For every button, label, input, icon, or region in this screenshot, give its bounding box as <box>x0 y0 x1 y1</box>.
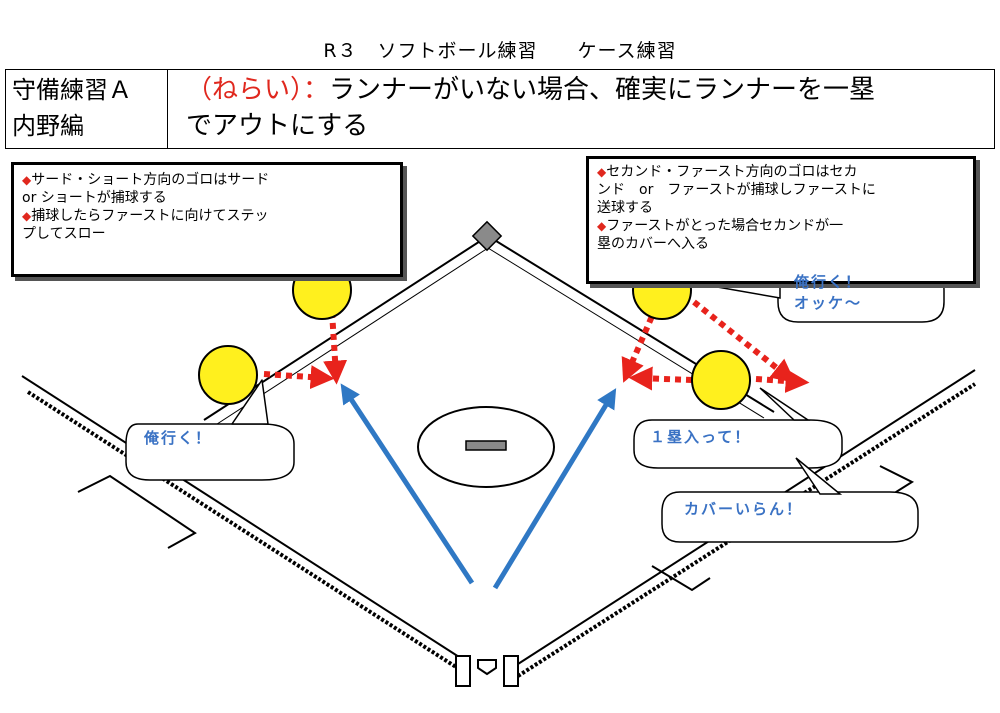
pitcher-bubble-text: カバーいらん！ <box>684 500 804 518</box>
aim-description: （ねらい）：ランナーがいない場合、確実にランナーを一塁 でアウトにする <box>168 70 994 148</box>
right-note-line: ファーストがとった場合セカンドが一 <box>606 218 844 234</box>
left-note-line: サード・ショート方向のゴロはサード <box>31 172 270 188</box>
red-diamond-icon: ◆ <box>597 219 607 233</box>
aim-label: （ねらい）： <box>186 75 330 105</box>
second-bubble-text-1: 俺行く！ <box>794 273 863 291</box>
right-note-line: セカンド・ファースト方向のゴロはセカ <box>606 164 858 180</box>
right-note-box: ◆セカンド・ファースト方向のゴロはセカ ンド or ファーストが捕球しファースト… <box>586 156 976 284</box>
first-base-runner-lane <box>651 565 711 592</box>
left-note-line: 捕球したらファーストに向けてステッ <box>31 208 269 224</box>
header-box: 守備練習Ａ 内野編 （ねらい）：ランナーがいない場合、確実にランナーを一塁 でア… <box>5 69 995 149</box>
first-bubble <box>633 419 843 469</box>
third-bubble <box>125 423 295 481</box>
home-plate <box>477 659 497 676</box>
aim-line-2: でアウトにする <box>186 111 369 141</box>
third-bubble-tail <box>231 379 269 425</box>
ground-ball-arrow-left <box>340 383 475 585</box>
third-base-player-icon <box>198 345 258 405</box>
subsection-title: 内野編 <box>12 112 84 140</box>
aim-line-1: ランナーがいない場合、確実にランナーを一塁 <box>329 75 876 105</box>
red-diamond-icon: ◆ <box>597 165 607 179</box>
right-note-line: ンド or ファーストが捕球しファーストに <box>597 182 876 198</box>
batter-box-left <box>455 655 471 687</box>
pitcher-circle <box>417 406 555 488</box>
second-base-move-arrow <box>621 305 659 383</box>
page-title: R３ ソフトボール練習 ケース練習 <box>323 40 677 62</box>
left-note-line: or ショートが捕球する <box>22 190 167 206</box>
left-note-line: プしてスロー <box>22 226 106 242</box>
home-plate-area <box>455 655 519 687</box>
first-bubble-text: １塁入って！ <box>650 428 752 446</box>
first-base-move-arrow <box>628 366 693 391</box>
first-base-player-icon <box>691 350 751 410</box>
red-diamond-icon: ◆ <box>22 209 32 223</box>
section-title: 守備練習Ａ <box>12 76 132 104</box>
shortstop-move-arrow <box>323 311 348 385</box>
ground-ball-arrow-right <box>492 388 617 590</box>
first-base-return-arrow <box>755 369 810 393</box>
header-section: 守備練習Ａ 内野編 <box>6 70 168 148</box>
left-note-box: ◆サード・ショート方向のゴロはサード or ショートが捕球する ◆捕球したらファ… <box>11 162 403 277</box>
pitcher-bubble <box>661 491 919 543</box>
third-base-foul-line <box>21 375 471 665</box>
second-base <box>471 220 503 252</box>
second-base-cover-arrow <box>692 299 796 383</box>
first-bubble-tail <box>759 387 811 421</box>
right-note-line: 塁のカバーへ入る <box>597 236 709 252</box>
pitcher-bubble-tail <box>795 457 843 495</box>
second-bubble-tail <box>699 281 781 299</box>
third-base-foul-line-dashed <box>26 390 472 678</box>
third-bubble-text: 俺行く！ <box>144 429 213 447</box>
pitcher-plate <box>465 440 507 451</box>
right-note-line: 送球する <box>597 200 653 216</box>
batter-box-right <box>503 655 519 687</box>
second-bubble-text-2: オッケ～ <box>794 294 863 312</box>
third-base-coach-box <box>77 474 197 549</box>
red-diamond-icon: ◆ <box>22 173 32 187</box>
